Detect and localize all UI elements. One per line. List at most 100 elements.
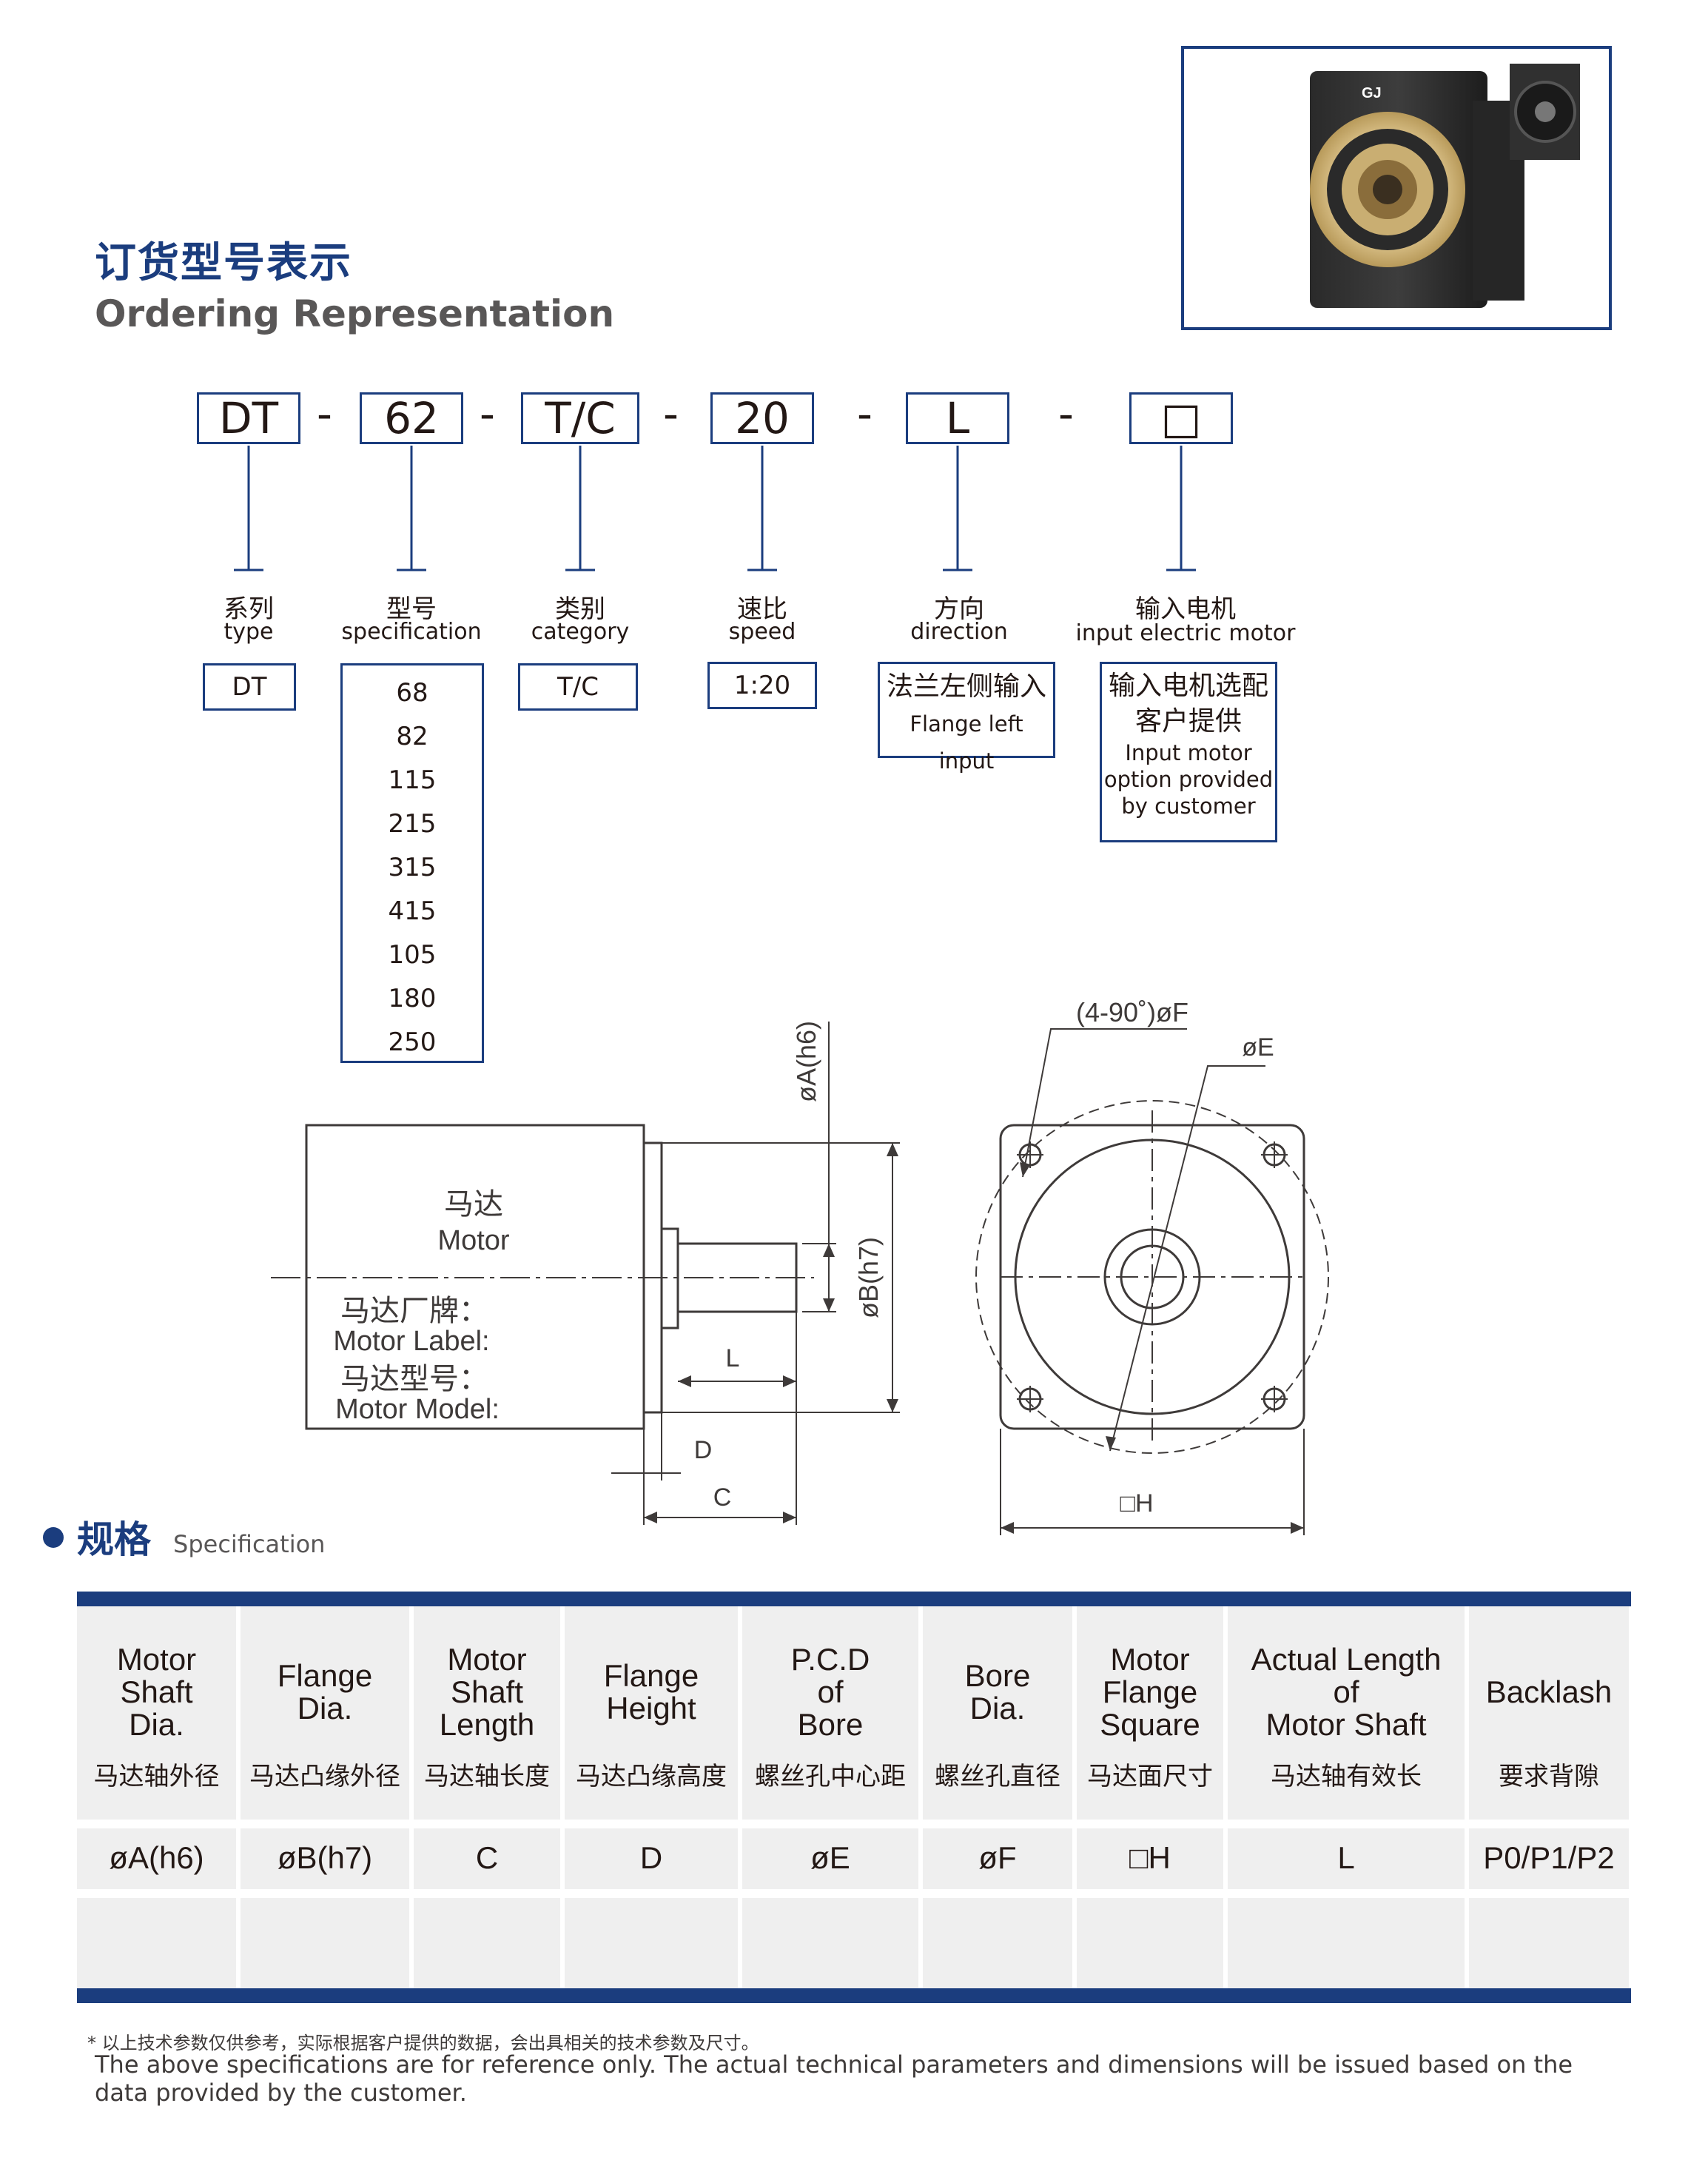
option-speed: 1:20 bbox=[707, 662, 817, 709]
spec-title: 规格 Specification bbox=[43, 1510, 325, 1563]
table-cell bbox=[1228, 1606, 1465, 1820]
column-header-line: Shaft bbox=[450, 1674, 524, 1709]
code-separator: - bbox=[317, 389, 332, 439]
column-header-line: Flange bbox=[1102, 1674, 1198, 1709]
option-value: T/C bbox=[557, 672, 599, 702]
code-part-category: T/C bbox=[521, 392, 639, 444]
table-cell bbox=[1077, 1606, 1223, 1820]
table-cell bbox=[414, 1606, 560, 1820]
option-value-cn: 输入电机选配 bbox=[1108, 671, 1268, 701]
column-symbol: øA(h6) bbox=[109, 1840, 204, 1875]
note-en: The above specifications are for referen… bbox=[95, 2050, 1573, 2107]
table-cell bbox=[742, 1898, 918, 1988]
field-direction-en: direction bbox=[910, 619, 1008, 645]
column-symbol: □H bbox=[1129, 1840, 1171, 1875]
motor-label-cn: 马达 bbox=[444, 1188, 503, 1221]
column-header-line: Flange bbox=[277, 1658, 373, 1693]
field-type-en: type bbox=[223, 619, 274, 645]
option-value: 315 bbox=[388, 853, 437, 882]
column-header-line: Bore bbox=[964, 1658, 1031, 1693]
column-header-line: P.C.D bbox=[790, 1642, 870, 1677]
table-cell bbox=[742, 1828, 918, 1889]
table-cell bbox=[241, 1606, 409, 1820]
option-type: DT bbox=[203, 663, 296, 711]
column-header-cn: 马达凸缘高度 bbox=[576, 1762, 727, 1791]
option-value: 215 bbox=[388, 809, 437, 839]
field-speed-en: speed bbox=[728, 619, 796, 645]
code-separator: - bbox=[480, 389, 495, 439]
column-header-line: Backlash bbox=[1485, 1674, 1613, 1709]
column-header-cn: 马达轴长度 bbox=[424, 1762, 550, 1791]
table-cell bbox=[1228, 1898, 1465, 1988]
column-header-line: Motor Shaft bbox=[1265, 1707, 1427, 1742]
table-cell bbox=[414, 1898, 560, 1988]
column-header-line: Motor bbox=[1110, 1642, 1190, 1677]
column-header-line: Height bbox=[606, 1691, 696, 1726]
column-symbol: L bbox=[1337, 1840, 1355, 1875]
option-value: 115 bbox=[388, 765, 437, 795]
table-top-bar bbox=[77, 1592, 1631, 1606]
column-header-en: Backlash bbox=[1469, 1676, 1629, 1708]
product-logo: GJ bbox=[1362, 85, 1382, 101]
table-cell bbox=[241, 1828, 409, 1889]
code-part-spec: 62 bbox=[360, 392, 463, 444]
option-value-en: Input motor bbox=[1125, 740, 1252, 765]
gearbox-image: GJ bbox=[1310, 64, 1580, 308]
dim-a-label: øA(h6) bbox=[791, 1021, 821, 1102]
column-header-line: Flange bbox=[603, 1658, 699, 1693]
option-value: 105 bbox=[388, 940, 437, 970]
motor-brand-label-en: Motor Label: bbox=[333, 1326, 489, 1357]
dim-l-label: L bbox=[726, 1344, 740, 1372]
field-category-cn: 类别 bbox=[555, 594, 605, 624]
table-cell bbox=[923, 1898, 1072, 1988]
option-value-cn: 法兰左侧输入 bbox=[886, 671, 1046, 702]
title-cn: 订货型号表示 bbox=[95, 239, 352, 287]
table-cell bbox=[565, 1606, 738, 1820]
option-value: 180 bbox=[388, 984, 437, 1013]
option-direction: 法兰左侧输入 Flange left input bbox=[878, 662, 1055, 774]
option-value: 68 bbox=[396, 678, 428, 708]
column-header-cn: 马达轴有效长 bbox=[1271, 1762, 1422, 1791]
option-value: 82 bbox=[396, 722, 428, 751]
option-value-cn: 客户提供 bbox=[1134, 706, 1242, 737]
motor-model-label-en: Motor Model: bbox=[335, 1394, 500, 1425]
field-type-cn: 系列 bbox=[223, 594, 274, 624]
column-header-line: Dia. bbox=[969, 1691, 1026, 1726]
code-separator: - bbox=[663, 389, 679, 439]
column-header-line: of bbox=[1333, 1674, 1359, 1709]
code-separator: - bbox=[857, 389, 873, 439]
column-header-cn: 马达轴外径 bbox=[93, 1762, 220, 1791]
option-category: T/C bbox=[518, 663, 638, 711]
option-value-en: by customer bbox=[1121, 794, 1256, 819]
motor-dimension-drawing: 马达 Motor 马达厂牌： Motor Label: 马达型号： Motor … bbox=[271, 997, 1329, 1535]
dim-d-label: D bbox=[694, 1436, 713, 1464]
table-cell bbox=[77, 1606, 236, 1820]
option-value-en: Flange left input bbox=[910, 711, 1023, 774]
column-header-line: Bore bbox=[797, 1707, 864, 1742]
dim-f-label: (4-90˚)øF bbox=[1076, 997, 1188, 1027]
column-header-line: Square bbox=[1100, 1707, 1200, 1742]
dim-c-label: C bbox=[713, 1483, 732, 1512]
column-symbol: C bbox=[475, 1840, 499, 1875]
option-value: 1:20 bbox=[733, 671, 791, 700]
column-header-line: of bbox=[817, 1674, 844, 1709]
table-cell bbox=[565, 1828, 738, 1889]
option-value: DT bbox=[232, 672, 267, 702]
column-header-line: Motor bbox=[116, 1642, 197, 1677]
field-category-en: category bbox=[531, 619, 630, 645]
table-cell bbox=[923, 1606, 1072, 1820]
column-header-line: Actual Length bbox=[1251, 1642, 1442, 1677]
product-photo: GJ bbox=[1181, 46, 1612, 330]
spec-title-en: Specification bbox=[173, 1530, 326, 1558]
code-part-speed: 20 bbox=[710, 392, 814, 444]
field-spec-cn: 型号 bbox=[386, 594, 437, 624]
table-cell bbox=[241, 1898, 409, 1988]
column-header-line: Length bbox=[439, 1707, 535, 1742]
option-value-en: option provided bbox=[1103, 767, 1274, 792]
motor-label-en: Motor bbox=[437, 1225, 509, 1256]
